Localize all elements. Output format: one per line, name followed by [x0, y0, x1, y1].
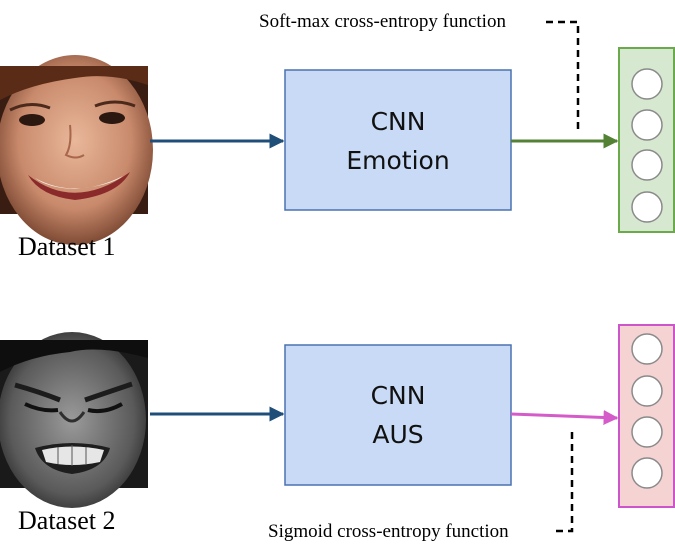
row-aus: Dataset 2 CNN AUS Sigmoid cross-entropy …	[0, 324, 675, 542]
cnn-aus-title: CNN	[371, 381, 426, 410]
output-node	[631, 149, 663, 181]
cnn-aus-box	[284, 344, 512, 486]
sigmoid-loss-leader	[552, 432, 574, 533]
sigmoid-loss-label: Sigmoid cross-entropy function	[268, 521, 509, 542]
cnn-aus-subtitle: AUS	[372, 420, 423, 449]
output-node	[631, 416, 663, 448]
cnn-emotion-box	[284, 69, 512, 211]
output-node	[631, 109, 663, 141]
output-node	[631, 375, 663, 407]
cnn-emotion-subtitle: Emotion	[346, 146, 449, 175]
dataset-1-label: Dataset 1	[18, 232, 115, 261]
row-emotion: Dataset 1 CNN Emotion Soft-max cross-ent…	[0, 11, 675, 261]
output-node	[631, 191, 663, 223]
output-node	[631, 68, 663, 100]
output-node	[631, 457, 663, 489]
output-arrow-2	[510, 409, 619, 425]
output-node	[631, 333, 663, 365]
smiling-face-photo	[0, 55, 153, 245]
softmax-loss-label: Soft-max cross-entropy function	[259, 11, 506, 32]
grimacing-face-photo	[0, 332, 148, 508]
softmax-loss-leader	[546, 20, 580, 131]
dataset-2-label: Dataset 2	[18, 506, 115, 535]
cnn-emotion-title: CNN	[371, 107, 426, 136]
